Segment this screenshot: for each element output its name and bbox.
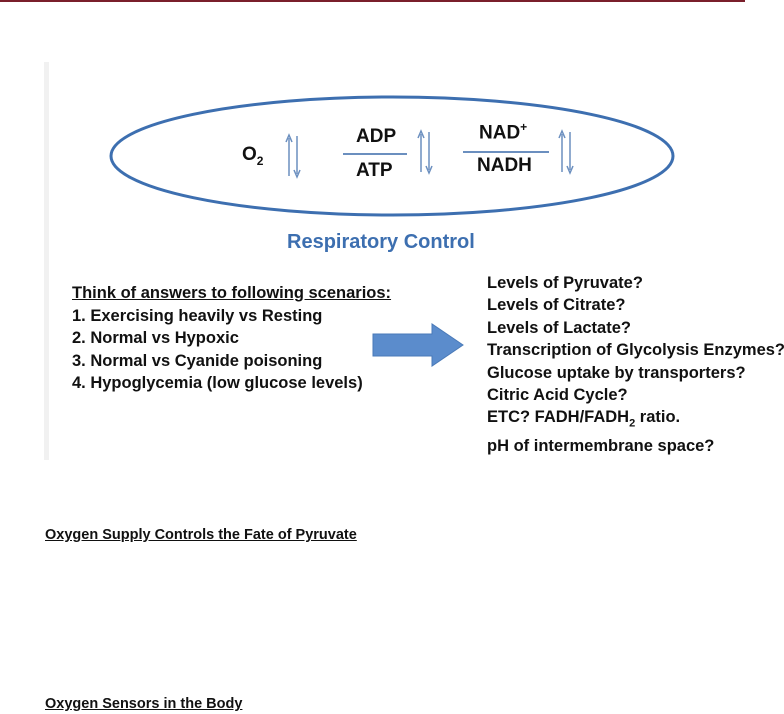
adp-atp-fraction-line [343, 153, 407, 155]
nad-label: NAD+ [479, 120, 528, 144]
top-rule [0, 0, 745, 2]
question-item: Transcription of Glycolysis Enzymes? [487, 341, 784, 360]
respiratory-ellipse [109, 95, 675, 217]
scenario-item: 4. Hypoglycemia (low glucose levels) [72, 374, 363, 392]
respiratory-control-title: Respiratory Control [287, 231, 475, 253]
nadh-label: NADH [477, 155, 532, 176]
question-item: pH of intermembrane space? [487, 437, 715, 456]
scenario-item: 3. Normal vs Cyanide poisoning [72, 351, 323, 370]
scenario-item: 2. Normal vs Hypoxic [72, 329, 239, 347]
atp-label: ATP [356, 160, 393, 181]
scenarios-list: Think of answers to following scenarios:… [72, 282, 391, 395]
adp-label: ADP [356, 126, 397, 147]
nad-nadh-fraction-line [463, 151, 549, 153]
question-item: Glucose uptake by transporters? [487, 363, 746, 382]
o2-updown-arrows-icon [285, 133, 301, 179]
right-arrow-icon [372, 323, 464, 367]
question-item-etc: ETC? FADH/FADH2 ratio. [487, 408, 681, 430]
question-item: Levels of Lactate? [487, 318, 631, 337]
o2-label: O2 [242, 144, 264, 168]
scenario-item: 1. Exercising heavily vs Resting [72, 306, 323, 325]
nad-nadh-updown-arrows-icon [558, 129, 574, 175]
adp-atp-updown-arrows-icon [417, 129, 433, 175]
question-item: Levels of Pyruvate? [487, 274, 643, 292]
section-heading-fate-of-pyruvate: Oxygen Supply Controls the Fate of Pyruv… [45, 527, 357, 543]
question-item: Levels of Citrate? [487, 296, 626, 315]
scenarios-heading: Think of answers to following scenarios: [72, 284, 392, 302]
question-item: Citric Acid Cycle? [487, 386, 628, 405]
section-heading-oxygen-sensors: Oxygen Sensors in the Body [45, 696, 243, 712]
slide-shadow [44, 62, 49, 460]
questions-list: Levels of Pyruvate? Levels of Citrate? L… [487, 272, 784, 458]
